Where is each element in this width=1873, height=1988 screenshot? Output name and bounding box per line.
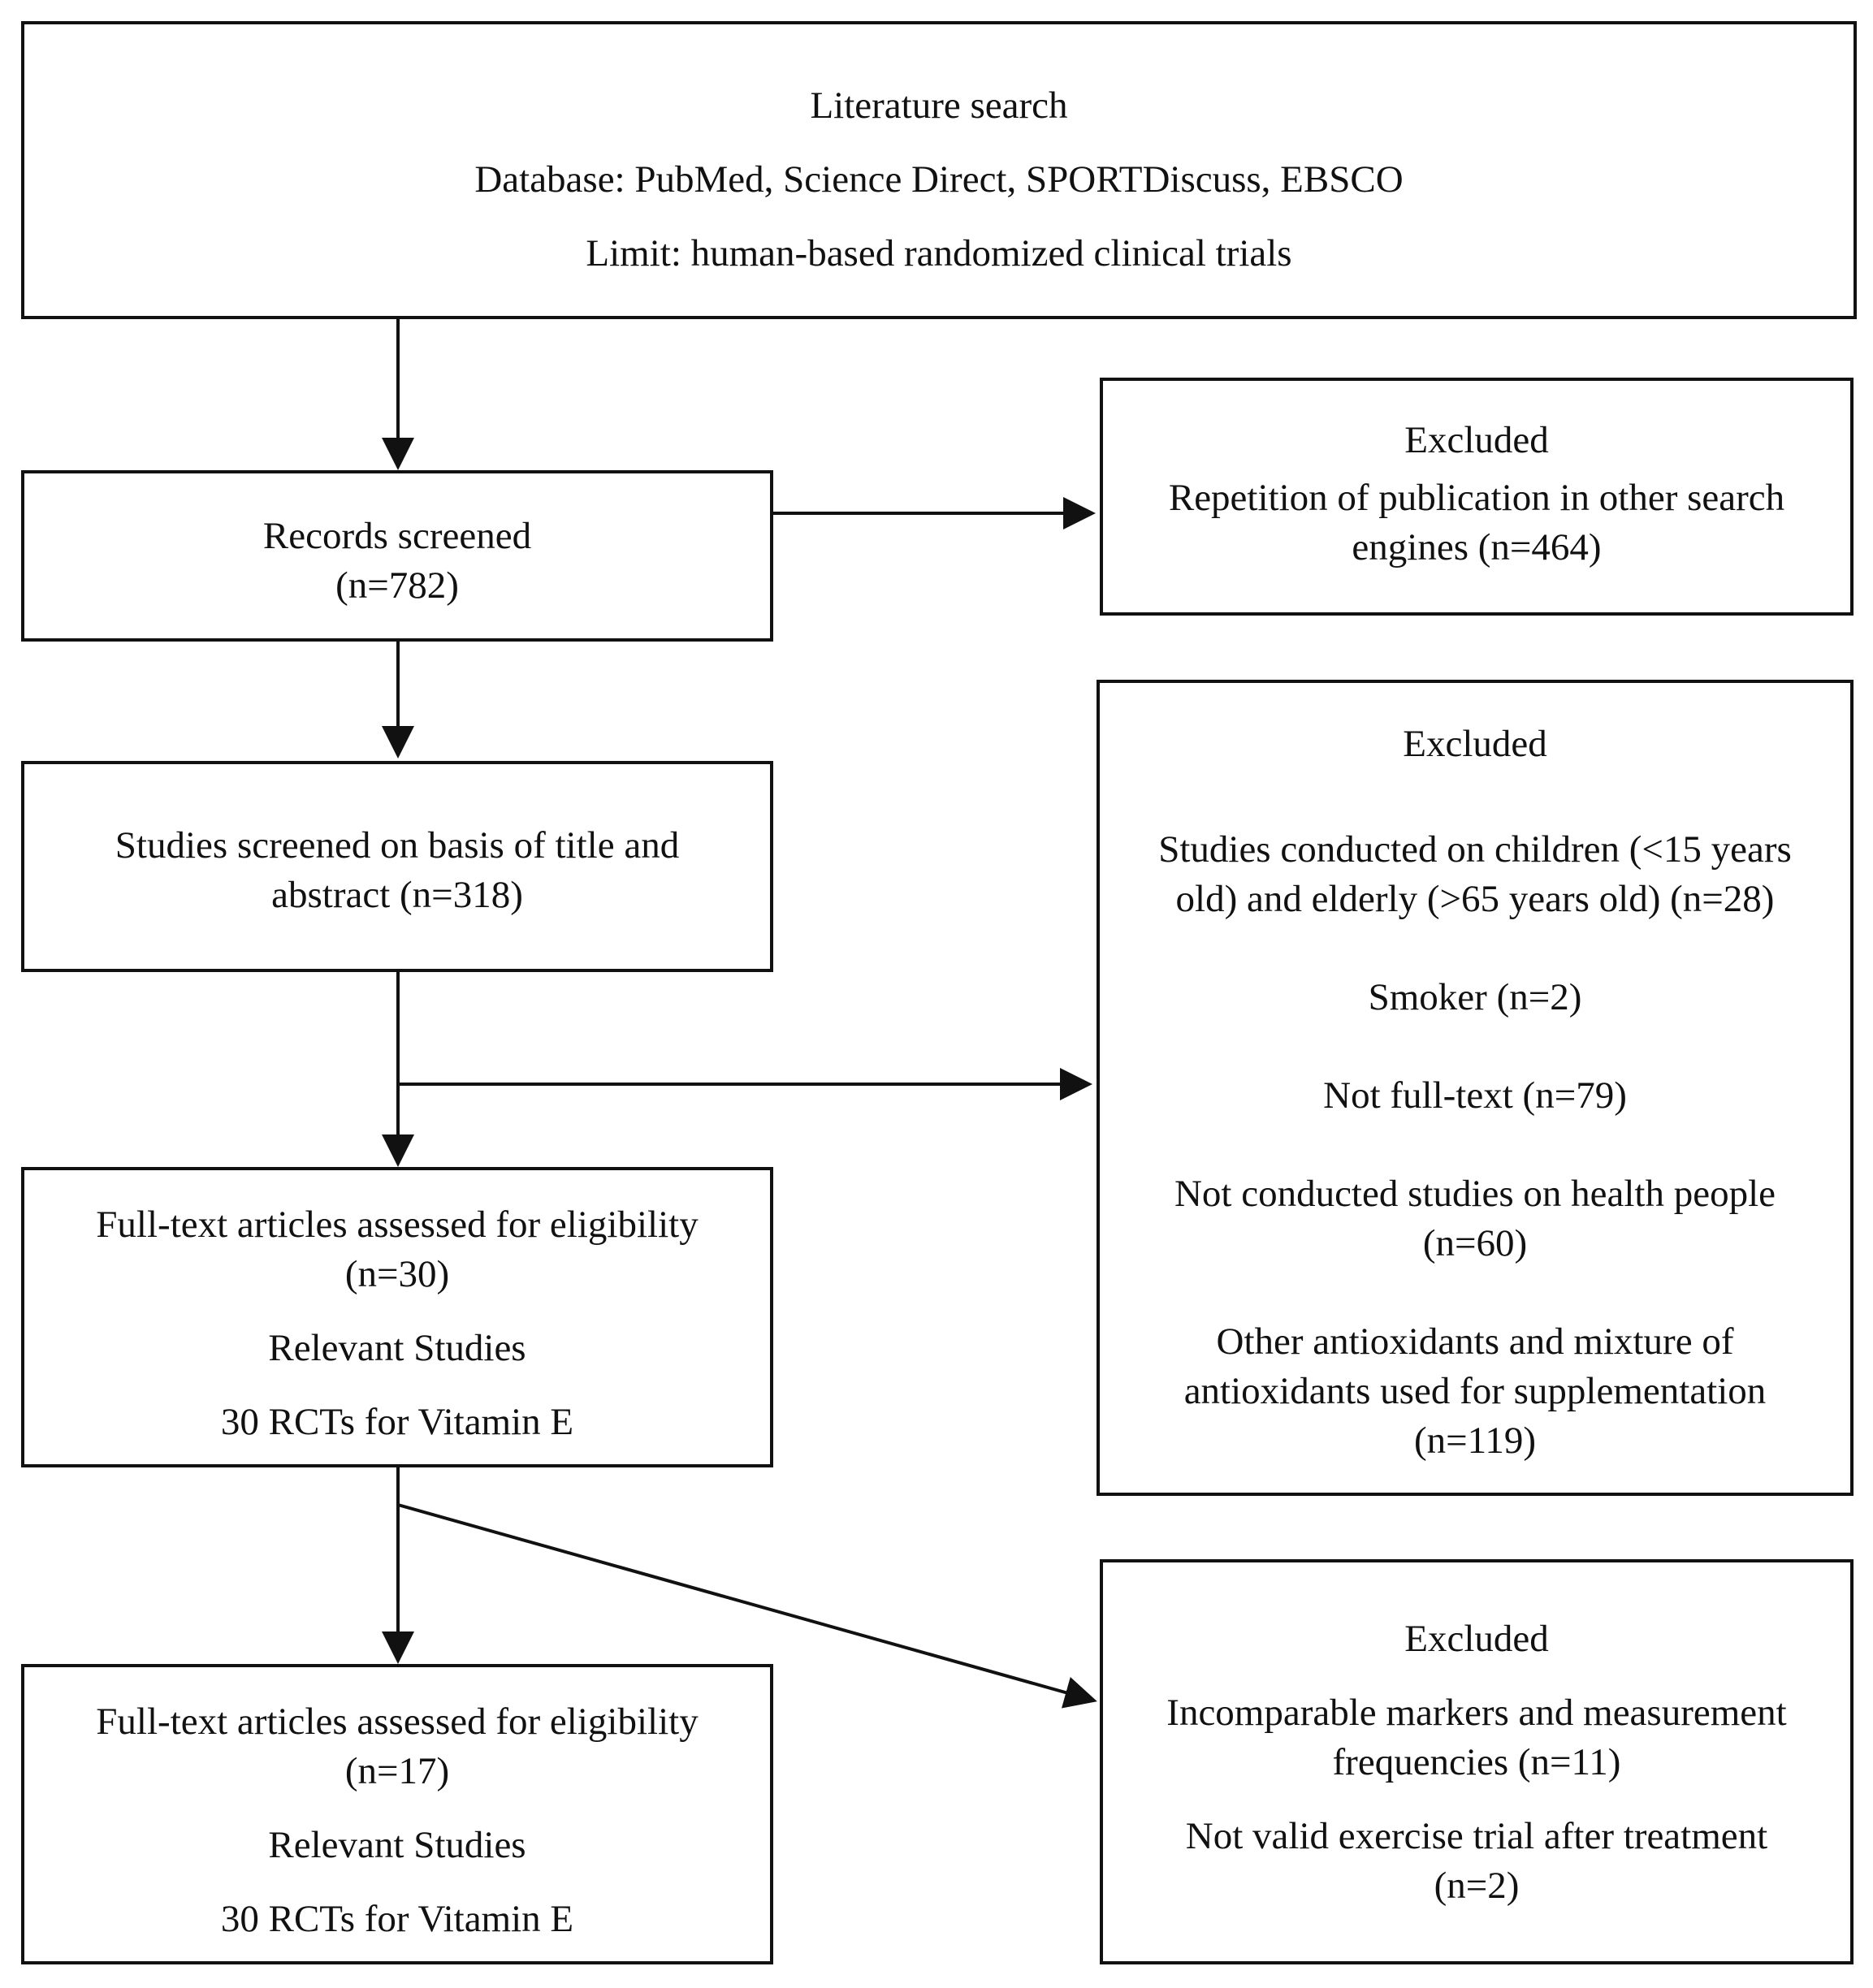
fulltext-2-rcts: 30 RCTs for Vitamin E [220,1898,574,1940]
studies-screened-line2: abstract (n=318) [271,874,523,916]
fulltext-1-rcts: 30 RCTs for Vitamin E [220,1401,574,1443]
excluded-3-markers-line2: frequencies (n=11) [1332,1741,1621,1783]
excluded-box-2: Excluded Studies conducted on children (… [1097,680,1854,1496]
excluded-2-smoker: Smoker (n=2) [1368,976,1582,1018]
studies-screened-line1: Studies screened on basis of title and [115,824,680,867]
excluded-3-trial-line2: (n=2) [1434,1865,1520,1907]
excluded-box-1: Excluded Repetition of publication in ot… [1100,378,1854,616]
excluded-3-trial-line1: Not valid exercise trial after treatment [1185,1815,1768,1857]
fulltext-assessed-box-1: Full-text articles assessed for eligibil… [21,1167,773,1467]
excluded-2-health-line1: Not conducted studies on health people [1174,1173,1776,1215]
fulltext-1-count: (n=30) [344,1253,450,1295]
fulltext-2-relevant: Relevant Studies [268,1824,526,1866]
literature-search-database: Database: PubMed, Science Direct, SPORTD… [474,158,1404,201]
arrow-fulltext-1-to-excluded-3 [397,1503,1097,1709]
studies-screened-box: Studies screened on basis of title and a… [21,761,773,972]
fulltext-2-line1: Full-text articles assessed for eligibil… [96,1701,699,1743]
excluded-2-antioxidants-line1: Other antioxidants and mixture of [1216,1320,1734,1363]
excluded-1-reason-line1: Repetition of publication in other searc… [1168,477,1785,519]
excluded-2-health-line2: (n=60) [1422,1222,1528,1264]
excluded-2-antioxidants-line2: antioxidants used for supplementation [1183,1370,1767,1412]
excluded-2-title: Excluded [1403,723,1547,765]
excluded-2-antioxidants-line3: (n=119) [1413,1420,1537,1462]
excluded-3-markers-line1: Incomparable markers and measurement [1166,1692,1787,1734]
records-screened-label: Records screened [262,515,532,557]
excluded-2-not-full-text: Not full-text (n=79) [1323,1074,1627,1117]
fulltext-1-line1: Full-text articles assessed for eligibil… [96,1204,699,1246]
records-screened-box: Records screened (n=782) [21,470,773,642]
excluded-1-title: Excluded [1404,419,1549,461]
fulltext-1-relevant: Relevant Studies [268,1327,526,1369]
excluded-2-children-line2: old) and elderly (>65 years old) (n=28) [1175,878,1775,920]
literature-search-title: Literature search [810,84,1068,127]
records-screened-count: (n=782) [335,564,459,607]
fulltext-2-count: (n=17) [344,1750,450,1792]
excluded-3-title: Excluded [1404,1618,1549,1660]
excluded-box-3: Excluded Incomparable markers and measur… [1100,1559,1854,1964]
fulltext-assessed-box-2: Full-text articles assessed for eligibil… [21,1664,773,1964]
literature-search-limit: Limit: human-based randomized clinical t… [586,232,1292,274]
literature-search-box: Literature search Database: PubMed, Scie… [21,21,1857,319]
excluded-2-children-line1: Studies conducted on children (<15 years [1158,828,1792,871]
excluded-1-reason-line2: engines (n=464) [1352,526,1602,568]
